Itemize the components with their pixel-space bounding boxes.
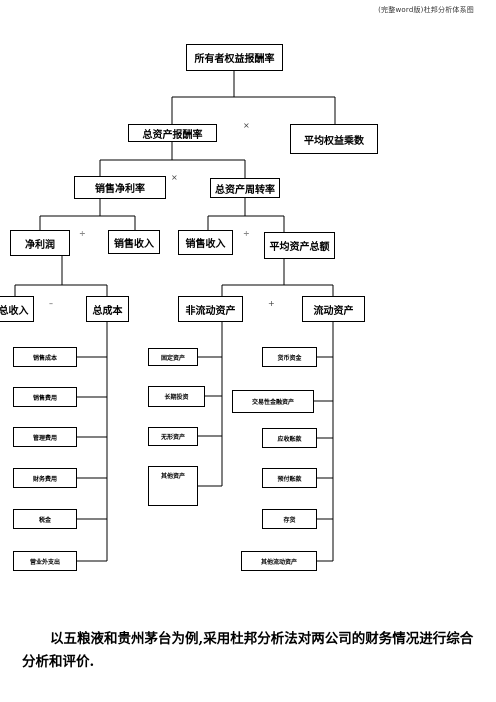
non-current-item: 长期投资 bbox=[148, 386, 205, 407]
net-profit-margin-box: 销售净利率 bbox=[74, 176, 166, 199]
sales-revenue-box-2: 销售收入 bbox=[178, 230, 233, 255]
cost-item: 销售费用 bbox=[13, 387, 77, 407]
page-header: (完整word版)杜邦分析体系图 bbox=[378, 6, 474, 14]
non-current-item: 固定资产 bbox=[148, 348, 198, 366]
non-current-assets-box: 非流动资产 bbox=[178, 296, 243, 322]
equity-multiplier-box: 平均权益乘数 bbox=[290, 124, 378, 154]
avg-total-assets-box: 平均资产总额 bbox=[264, 232, 335, 259]
cost-item: 销售成本 bbox=[13, 347, 77, 367]
current-item: 货币资金 bbox=[262, 347, 317, 367]
current-item: 交易性金融资产 bbox=[232, 390, 314, 413]
minus-operator: – bbox=[49, 299, 53, 308]
non-current-item: 其他资产 bbox=[148, 466, 198, 506]
current-item: 预付账款 bbox=[262, 468, 317, 488]
body-paragraph: 以五粮液和贵州茅台为例,采用杜邦分析法对两公司的财务情况进行综合分析和评价. bbox=[22, 631, 474, 670]
cost-item: 税金 bbox=[13, 509, 77, 529]
total-revenue-box: 总收入 bbox=[0, 296, 34, 322]
plus-operator: + bbox=[268, 299, 275, 308]
multiply-operator-1: × bbox=[243, 121, 250, 130]
total-cost-box: 总成本 bbox=[86, 296, 129, 322]
sales-revenue-box-1: 销售收入 bbox=[108, 230, 160, 254]
non-current-item: 无形资产 bbox=[148, 427, 198, 446]
multiply-operator-2: × bbox=[171, 173, 178, 182]
asset-turnover-box: 总资产周转率 bbox=[210, 178, 280, 198]
roa-box: 总资产报酬率 bbox=[128, 124, 217, 142]
current-item: 存货 bbox=[262, 509, 317, 529]
cost-item: 营业外支出 bbox=[13, 551, 77, 571]
net-profit-box: 净利润 bbox=[10, 230, 70, 256]
current-item: 应收账款 bbox=[262, 428, 317, 448]
divide-operator-1: ÷ bbox=[79, 229, 86, 238]
divide-operator-2: ÷ bbox=[243, 229, 250, 238]
cost-item: 财务费用 bbox=[13, 468, 77, 488]
current-item: 其他流动资产 bbox=[241, 551, 317, 571]
roe-box: 所有者权益报酬率 bbox=[186, 44, 283, 71]
current-assets-box: 流动资产 bbox=[302, 296, 365, 322]
cost-item: 管理费用 bbox=[13, 427, 77, 447]
